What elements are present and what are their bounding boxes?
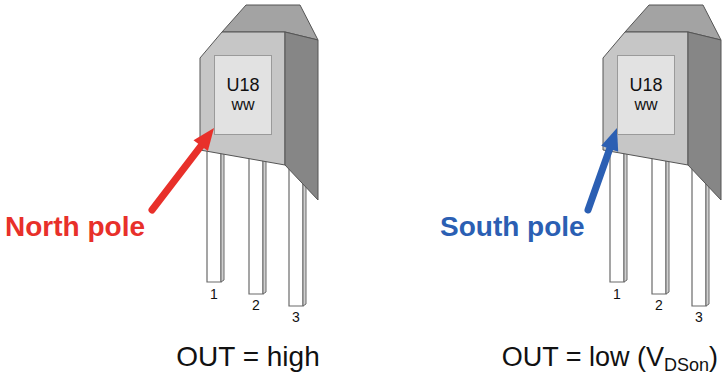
pin-number: 1 — [210, 287, 218, 302]
pin-number: 3 — [292, 310, 300, 325]
output-state: OUT = low (V — [502, 342, 664, 372]
part-marking: U18 — [226, 75, 259, 96]
output-state: ) — [709, 342, 718, 372]
date-code: ww — [634, 96, 657, 114]
pin-number: 1 — [613, 287, 621, 302]
field-arrow — [588, 128, 618, 210]
pin-number: 3 — [695, 310, 703, 325]
date-code: ww — [231, 96, 254, 114]
chip-face: U18ww — [617, 55, 675, 135]
pin-number: 2 — [252, 298, 260, 313]
subscript: DSon — [664, 355, 709, 375]
sensor-package — [603, 5, 721, 306]
sensor-package — [200, 5, 318, 306]
pole-label: South pole — [440, 212, 585, 243]
chip-face: U18ww — [214, 55, 272, 135]
pole-label: North pole — [5, 212, 145, 243]
pin-number: 2 — [655, 298, 663, 313]
output-state: OUT = high — [176, 342, 319, 373]
output-state: OUT = low (VDSon) — [502, 343, 718, 376]
field-arrow — [152, 128, 214, 210]
part-marking: U18 — [629, 75, 662, 96]
